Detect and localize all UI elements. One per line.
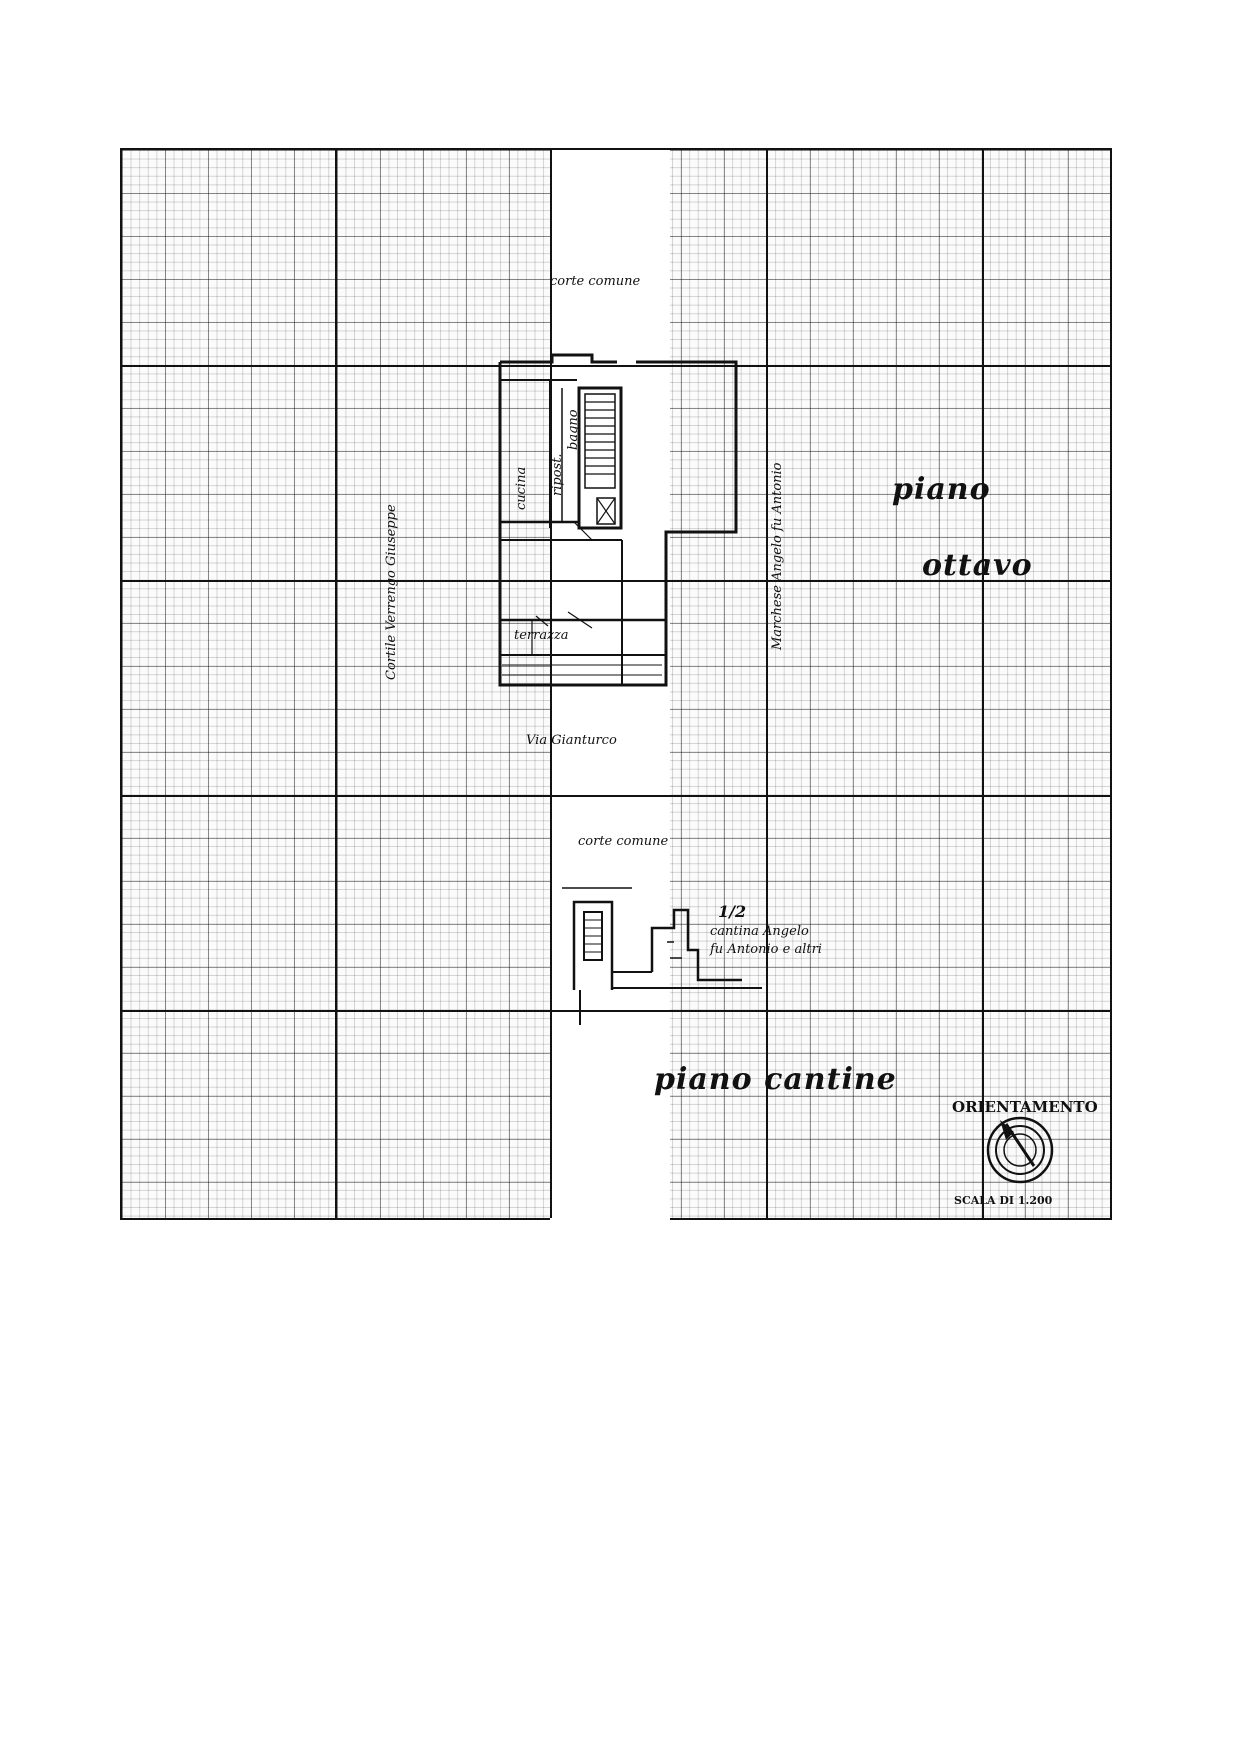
floor-plan-drawing <box>498 353 1054 1184</box>
top-neighbour-label: corte comune <box>550 274 641 289</box>
major-grid-line <box>122 795 1110 797</box>
graph-paper-sheet: corte comune Cortile Verrengo Giuseppe c… <box>120 148 1112 1220</box>
terrace-label: terrazza <box>514 628 569 643</box>
cellar-floor-label: piano cantine <box>654 1062 897 1097</box>
major-grid-line <box>335 150 337 1218</box>
floor-label-line1: piano <box>892 472 991 507</box>
cellar-mark: 1/2 <box>718 902 747 921</box>
left-neighbour-label: Cortile Verrengo Giuseppe <box>384 504 399 680</box>
orientation-title: ORIENTAMENTO <box>952 1098 1098 1116</box>
scale-label: SCALA DI 1.200 <box>954 1194 1053 1207</box>
major-grid-line <box>982 150 984 1218</box>
north-arrow-icon <box>1000 1120 1036 1167</box>
major-grid-line <box>122 580 1110 582</box>
ripostiglio-label: ripost. <box>550 453 565 496</box>
cellar-note-line1: cantina Angelo <box>710 924 809 939</box>
compass-rose-icon <box>986 1116 1054 1184</box>
major-grid-line <box>122 365 1110 367</box>
floor-label-line2: ottavo <box>922 548 1033 583</box>
cellar-floor-plan <box>562 887 762 1025</box>
kitchen-label: cucina <box>514 466 529 510</box>
major-grid-line <box>122 1010 1110 1012</box>
upper-floor-plan <box>498 353 738 687</box>
right-neighbour-label: Marchese Angelo fu Antonio <box>770 462 785 651</box>
bottom-neighbour-label: Via Gianturco <box>526 733 617 748</box>
major-grid-line <box>766 150 768 1218</box>
cellar-top-label: corte comune <box>578 834 669 849</box>
cellar-note-line2: fu Antonio e altri <box>710 942 822 957</box>
bathroom-label: bagno <box>566 409 581 450</box>
